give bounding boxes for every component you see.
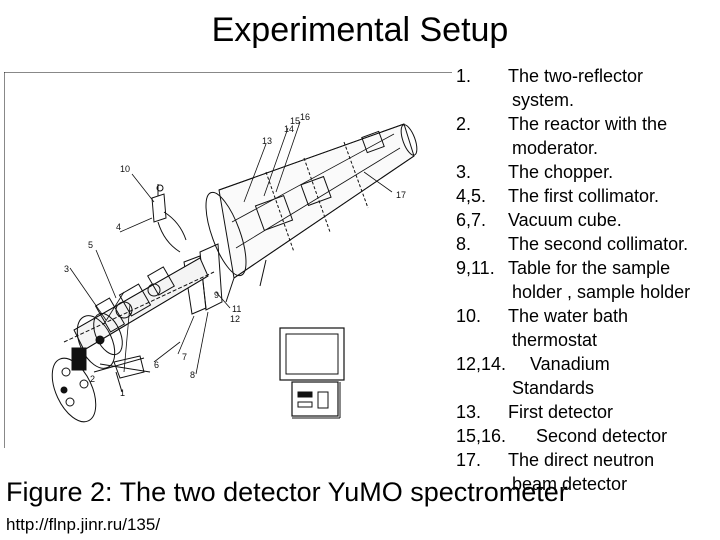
legend-text: Table for the sample bbox=[508, 258, 671, 278]
source-url: http://flnp.jinr.ru/135/ bbox=[6, 515, 161, 534]
legend-item: 3. The chopper. bbox=[456, 160, 718, 184]
legend-item: 8. The second collimator. bbox=[456, 232, 718, 256]
legend-text: The reactor with the bbox=[508, 114, 668, 134]
legend-number: 13. bbox=[456, 402, 482, 422]
legend-number: 1. bbox=[456, 66, 472, 86]
legend-text-continued: thermostat bbox=[512, 330, 598, 350]
legend-item: 15,16. Second detector bbox=[456, 424, 718, 448]
legend-text-continued: moderator. bbox=[512, 138, 599, 158]
legend-item: 17. The direct neutron beam detector bbox=[456, 448, 718, 496]
diagram-label: 2 bbox=[90, 374, 95, 384]
legend-text: The two-reflector bbox=[508, 66, 644, 86]
legend-number: 15,16. bbox=[456, 426, 507, 446]
computer-terminal bbox=[279, 327, 345, 419]
legend-text: The direct neutron bbox=[508, 450, 655, 470]
legend-text: The first collimator. bbox=[508, 186, 660, 206]
diagram-label: 8 bbox=[190, 370, 195, 380]
tube-stand bbox=[183, 243, 267, 315]
legend-text: Second detector bbox=[536, 426, 668, 446]
diagram-label: 14 bbox=[284, 124, 294, 134]
figure-caption: Figure 2: The two detector YuMO spectrom… bbox=[6, 477, 568, 507]
diagram-label: 7 bbox=[182, 352, 187, 362]
legend-item: 10. The water bath thermostat bbox=[456, 304, 718, 352]
diagram-label: 12 bbox=[230, 314, 240, 324]
diagram-label: 1 bbox=[120, 388, 125, 398]
diagram-label: 3 bbox=[64, 264, 69, 274]
legend-number: 9,11. bbox=[456, 258, 495, 278]
diagram-label: 11 bbox=[232, 304, 241, 314]
legend-item: 9,11. Table for the sample holder , samp… bbox=[456, 256, 718, 304]
diagram-label: 13 bbox=[262, 136, 272, 146]
legend-text: The chopper. bbox=[508, 162, 614, 182]
legend-number: 17. bbox=[456, 450, 482, 470]
legend-text: The water bath bbox=[508, 306, 629, 326]
legend-item: 4,5. The first collimator. bbox=[456, 184, 718, 208]
spectrometer-diagram: 10 4 5 3 2 1 6 7 8 9 11 12 13 14 15 16 1… bbox=[4, 72, 452, 448]
diagram-label: 6 bbox=[154, 360, 159, 370]
diagram-number-labels: 10 4 5 3 2 1 6 7 8 9 11 12 13 14 15 16 1… bbox=[64, 112, 406, 398]
detector-tube bbox=[205, 123, 418, 279]
diagram-label: 17 bbox=[396, 190, 406, 200]
legend-text: First detector bbox=[508, 402, 614, 422]
legend-item: 13. First detector bbox=[456, 400, 718, 424]
legend-text-continued: holder , sample holder bbox=[512, 282, 691, 302]
diagram-label: 5 bbox=[88, 240, 93, 250]
legend-item: 1. The two-reflector system. bbox=[456, 64, 718, 112]
thermostat bbox=[151, 184, 187, 253]
diagram-label: 9 bbox=[214, 290, 219, 300]
legend-text-continued: beam detector bbox=[512, 474, 628, 494]
chopper-assembly bbox=[51, 312, 151, 423]
legend-number: 12,14. bbox=[456, 354, 507, 374]
legend-number: 2. bbox=[456, 114, 472, 134]
legend-item: 6,7. Vacuum cube. bbox=[456, 208, 718, 232]
legend-item: 12,14. Vanadium Standards bbox=[456, 352, 718, 400]
diagram-label: 10 bbox=[120, 164, 130, 174]
legend-number: 6,7. bbox=[456, 210, 487, 230]
legend-text-continued: Standards bbox=[512, 378, 595, 398]
diagram-label: 16 bbox=[300, 112, 310, 122]
legend-number: 4,5. bbox=[456, 186, 487, 206]
beamline bbox=[63, 257, 215, 351]
leader-lines bbox=[69, 121, 393, 375]
legend-number: 10. bbox=[456, 306, 482, 326]
legend-text: Vanadium bbox=[530, 354, 610, 374]
component-legend: 1. The two-reflector system. 2. The reac… bbox=[456, 64, 718, 496]
legend-number: 3. bbox=[456, 162, 472, 182]
legend-text: Vacuum cube. bbox=[508, 210, 622, 230]
diagram-label: 15 bbox=[290, 116, 300, 126]
slide-title: Experimental Setup bbox=[211, 11, 509, 49]
legend-text: The second collimator. bbox=[508, 234, 689, 254]
diagram-label: 4 bbox=[116, 222, 121, 232]
legend-item: 2. The reactor with the moderator. bbox=[456, 112, 718, 160]
legend-text-continued: system. bbox=[512, 90, 575, 110]
legend-number: 8. bbox=[456, 234, 472, 254]
